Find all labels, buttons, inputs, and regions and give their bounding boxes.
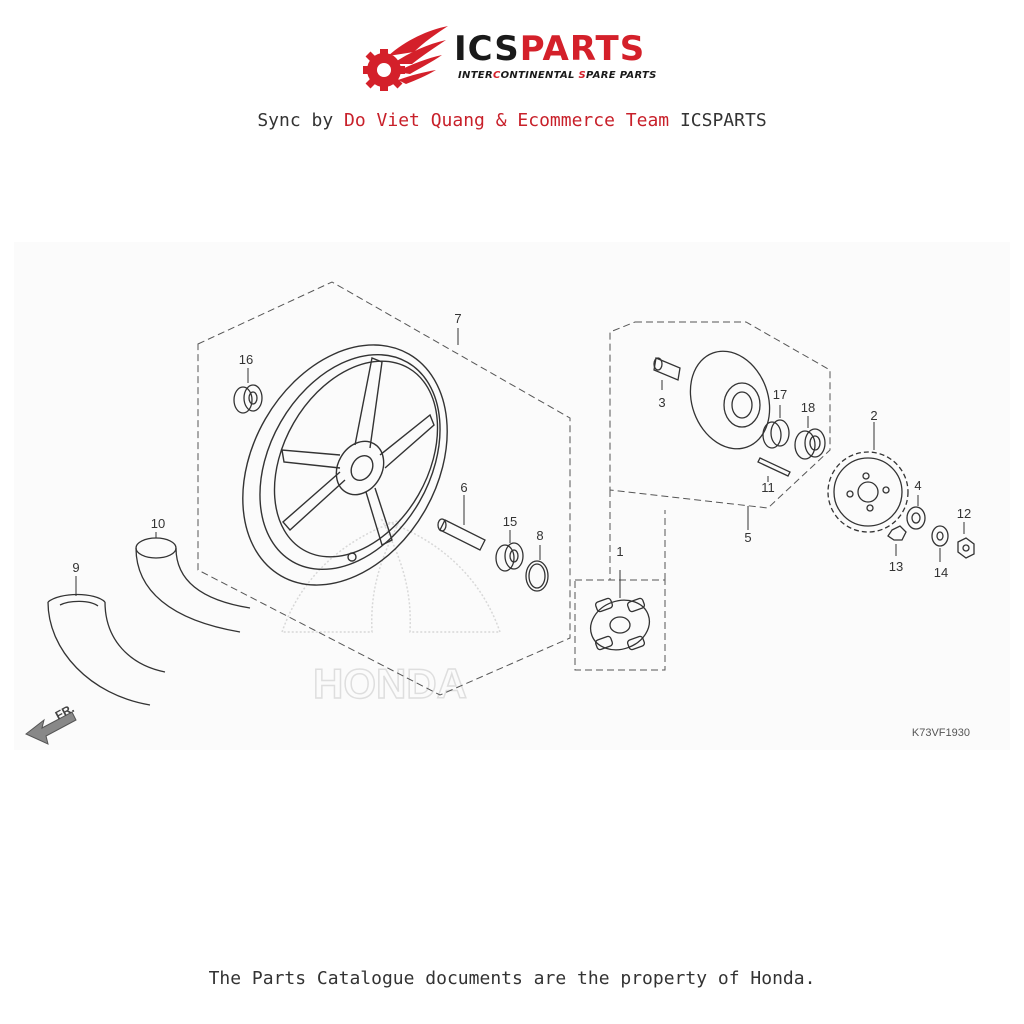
svg-text:HONDA: HONDA xyxy=(313,660,467,707)
callout-14: 14 xyxy=(934,565,948,580)
callout-8: 8 xyxy=(536,528,543,543)
callout-7: 7 xyxy=(454,311,461,326)
honda-watermark: HONDA xyxy=(280,518,502,708)
footer-disclaimer: The Parts Catalogue documents are the pr… xyxy=(208,968,816,989)
callout-15: 15 xyxy=(503,514,517,529)
callout-11: 11 xyxy=(761,480,775,495)
callout-5: 5 xyxy=(744,530,751,545)
callout-12: 12 xyxy=(957,506,971,521)
callout-2: 2 xyxy=(870,408,877,423)
callout-18: 18 xyxy=(801,400,815,415)
sync-credit: Sync by Do Viet Quang & Ecommerce Team I… xyxy=(257,110,767,131)
brand-name: ICSPARTS xyxy=(454,29,646,69)
callout-10: 10 xyxy=(151,516,165,531)
wing-gear-icon xyxy=(363,26,448,91)
callout-13: 13 xyxy=(889,559,903,574)
exploded-view-drawing: HONDA xyxy=(14,242,1010,750)
callout-3: 3 xyxy=(658,395,665,410)
callout-1: 1 xyxy=(616,544,623,559)
callout-9: 9 xyxy=(72,560,79,575)
parts-diagram: HONDA xyxy=(0,240,1024,760)
callout-17: 17 xyxy=(773,387,787,402)
icsparts-logo: ICSPARTS INTERCONTINENTAL SPARE PARTS xyxy=(358,22,668,92)
diagram-code: K73VF1930 xyxy=(912,727,970,739)
brand-tagline: INTERCONTINENTAL SPARE PARTS xyxy=(458,70,657,81)
front-direction-arrow: FR. xyxy=(25,701,77,745)
callout-4: 4 xyxy=(914,478,921,493)
callout-6: 6 xyxy=(460,480,467,495)
sprocket xyxy=(827,422,909,533)
callout-16: 16 xyxy=(239,352,253,367)
rear-wheel xyxy=(242,344,448,586)
